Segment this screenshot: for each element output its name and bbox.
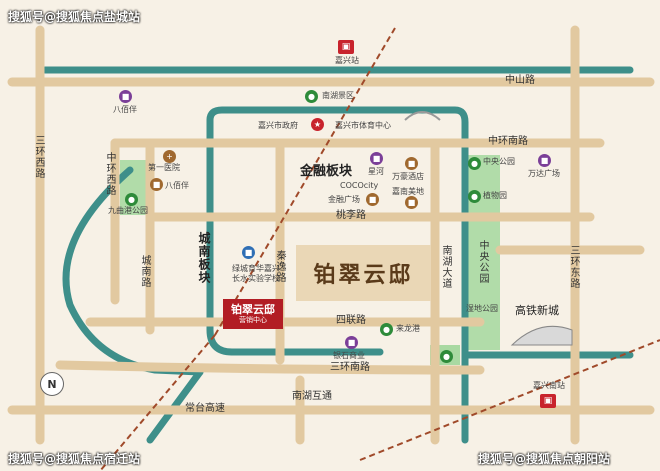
inner-ring-north-east — [206, 106, 469, 444]
label-commercial: 银石商业 — [333, 351, 365, 360]
label-sports-center: 嘉兴市体育中心 — [335, 121, 391, 130]
label-central-park-v: 中央公园 — [477, 240, 488, 284]
label-silian-road: 四联路 — [336, 315, 366, 326]
label-changtai-highway: 常台高速 — [185, 403, 225, 414]
hotel-icon: ■ — [405, 157, 418, 170]
label-bayue: 八佰伴 — [113, 105, 137, 114]
ring-roads — [41, 66, 634, 444]
label-nanhu-scenic: 南湖景区 — [322, 91, 354, 100]
railway-east — [359, 339, 660, 461]
label-jiaxing-station: 嘉兴站 — [335, 56, 359, 65]
road-sihuan-nan — [55, 360, 485, 375]
train-station-icon: ▣ — [338, 40, 354, 54]
label-taoli-road: 桃李路 — [336, 210, 366, 221]
watermark-top-left: 搜狐号@搜狐焦点盐城站 — [8, 10, 141, 24]
park-icon: ● — [125, 193, 138, 206]
watermark-bottom-left: 搜狐号@搜狐焦点宿迁站 — [8, 452, 141, 466]
label-wanfang-hotel: 万豪酒店 — [392, 172, 424, 181]
south-park-icon: ● — [440, 350, 453, 363]
label-school: 绿城育华嘉兴长水实验学校 — [232, 264, 280, 283]
label-sihuan-dong-road: 三环东路 — [568, 245, 579, 289]
sales-center-box: 铂翠云邸 营销中心 — [223, 299, 283, 329]
inner-ring-west — [206, 116, 236, 356]
label-jiaxiang: 嘉南美地 — [392, 187, 424, 196]
plaza-icon: ■ — [366, 193, 379, 206]
label-gaotie-xincheng: 高铁新城 — [515, 304, 559, 317]
label-jiaxing-south-station: 嘉兴南站 — [533, 381, 565, 390]
label-central-park-top: 中央公园 — [483, 157, 515, 166]
label-zhonghuan-nan-road: 中环南路 — [488, 136, 528, 147]
label-qinyi-road: 秦逸路 — [274, 250, 285, 283]
watermark-bottom-right: 搜狐号@搜狐焦点朝阳站 — [478, 452, 611, 466]
label-jinrong-plaza: 金融广场 — [328, 195, 360, 204]
sports-center-arc — [404, 111, 441, 121]
scenic-icon: ● — [305, 90, 318, 103]
label-first-hospital: 第一医院 — [148, 163, 180, 172]
outer-ring-west — [62, 166, 204, 376]
star-icon: ★ — [311, 118, 324, 131]
label-finance-block: 金融板块 — [300, 164, 353, 179]
label-cocoity: COCOcity — [340, 181, 379, 190]
label-nanhu-dadao: 南湖大道 — [440, 245, 451, 289]
label-sihuan-nan-road: 三环南路 — [330, 362, 370, 373]
park-west — [120, 160, 148, 215]
label-jiuhe-park: 九曲港公园 — [108, 206, 148, 215]
building-icon: ■ — [405, 196, 418, 209]
botanical-icon: ● — [468, 190, 481, 203]
sales-box-title: 铂翠云邸 — [231, 302, 275, 316]
project-center-block: 铂翠云邸 — [296, 245, 431, 301]
label-city-gov: 嘉兴市政府 — [258, 121, 298, 130]
mall-icon: ■ — [150, 178, 163, 191]
label-bayue-2: 八佰伴 — [165, 181, 189, 190]
label-wanda: 万达广场 — [528, 169, 560, 178]
commercial-icon: ■ — [345, 336, 358, 349]
laigang-icon: ● — [380, 323, 393, 336]
label-wetland-park: 湿地公园 — [466, 304, 498, 313]
high-speed-train — [510, 325, 573, 346]
wanda-icon: ■ — [538, 154, 551, 167]
school-icon: ■ — [242, 246, 255, 259]
xinghe-icon: ■ — [370, 152, 383, 165]
label-sihuan-xi-road: 三环西路 — [33, 135, 44, 179]
label-xinghe: 星河 — [368, 167, 384, 176]
label-plants: 植物园 — [483, 191, 507, 200]
label-zhonghuan-xi-road: 中环西路 — [104, 152, 115, 196]
label-nanhu-interchange: 南湖互通 — [292, 391, 332, 402]
shopping-icon: ■ — [119, 90, 132, 103]
train-station-south-icon: ▣ — [540, 394, 556, 408]
compass-icon: N — [40, 372, 64, 396]
label-chengnan-block: 城南板块 — [197, 232, 211, 284]
sales-box-subtitle: 营销中心 — [239, 315, 267, 324]
hospital-icon: + — [163, 150, 176, 163]
central-park-icon: ● — [468, 157, 481, 170]
label-zhongshan-road: 中山路 — [505, 75, 535, 86]
label-laigang: 来龙港 — [396, 324, 420, 333]
label-chengnan-road: 城南路 — [139, 255, 150, 288]
